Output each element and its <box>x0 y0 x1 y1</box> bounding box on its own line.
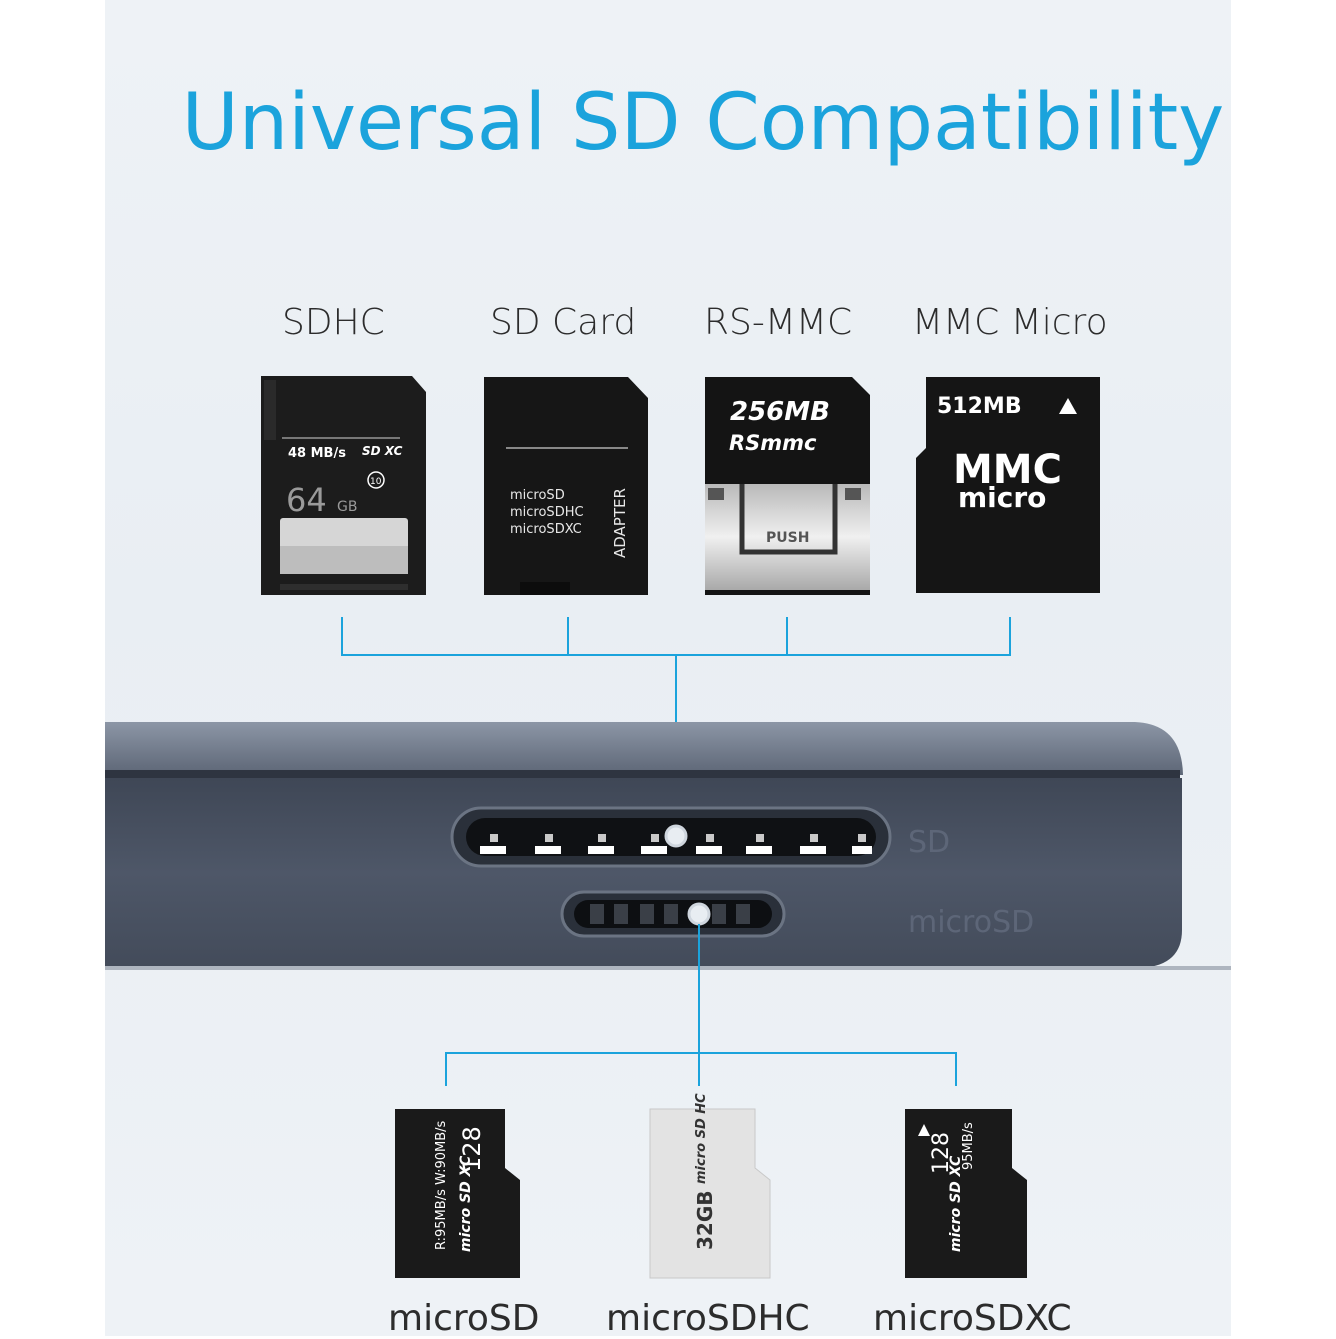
adapter-side-text: ADAPTER <box>611 488 629 558</box>
microsdxc-speed: 95MB/s <box>961 1122 976 1170</box>
rsmmc-capacity: 256MB <box>730 397 830 427</box>
card-reader-device: SD microSD <box>105 722 1231 970</box>
microsd-capacity: 128 <box>458 1126 486 1172</box>
label-microsdhc: microSDHC <box>606 1298 810 1339</box>
microsdhc-capacity: 32GB <box>693 1191 717 1251</box>
mmc-micro-card-image: 512MB MMC micro <box>916 377 1100 593</box>
rsmmc-brand: RSmmc <box>729 431 817 455</box>
sd-slot-label: SD <box>908 825 950 860</box>
page-title: Universal SD Compatibility <box>181 78 1225 168</box>
sdxc-logo: SD XC <box>362 444 403 458</box>
microsdxc-card-image: 128 95MB/s micro SD XC <box>905 1109 1027 1278</box>
sdhc-capacity: 64 <box>286 481 327 519</box>
label-sd-card: SD Card <box>490 302 637 343</box>
label-mmc-micro: MMC Micro <box>912 302 1108 343</box>
sdhc-card-image: 48 MB/s SD XC 10 64 GB <box>261 376 426 595</box>
microsdhc-card-image: micro SD HC 32GB <box>649 1093 771 1279</box>
microsd-slot-dot <box>687 902 711 926</box>
microsd-speed: R:95MB/s W:90MB/s <box>434 1120 449 1250</box>
adapter-line-1: microSD <box>510 488 565 503</box>
mmc-brand-top: MMC <box>953 447 1062 493</box>
push-label: PUSH <box>766 530 809 546</box>
bottom-connector-lines <box>445 924 957 1086</box>
microsd-slot-label: microSD <box>908 905 1034 940</box>
microsdxc-capacity: 128 <box>929 1132 954 1174</box>
triangle-icon <box>1059 398 1077 414</box>
sd-slot-dot <box>664 824 688 848</box>
triangle-icon-small <box>918 1124 930 1136</box>
label-microsd: microSD <box>388 1298 540 1339</box>
class-10-badge: 10 <box>370 477 382 487</box>
microsdxc-card-logo: micro SD XC <box>948 1155 964 1252</box>
sdhc-unit: GB <box>337 499 357 515</box>
label-rs-mmc: RS-MMC <box>704 302 853 343</box>
microsd-card-image: 128 R:95MB/s W:90MB/s micro SD XC <box>395 1109 520 1278</box>
rs-mmc-card-image: 256MB RSmmc PUSH <box>705 377 870 595</box>
sd-adapter-image: microSD microSDHC microSDXC ADAPTER <box>484 377 648 595</box>
microsdxc-logo: micro SD XC <box>458 1155 474 1252</box>
mmc-brand-bottom: micro <box>958 481 1046 514</box>
adapter-line-3: microSDXC <box>510 522 582 537</box>
microsdhc-logo: micro SD HC <box>694 1093 709 1184</box>
label-sdhc: SDHC <box>282 302 385 343</box>
adapter-line-2: microSDHC <box>510 505 584 520</box>
sdhc-speed: 48 MB/s <box>288 446 346 461</box>
mmc-micro-capacity: 512MB <box>937 394 1022 419</box>
label-microsdxc: microSDXC <box>873 1298 1072 1339</box>
